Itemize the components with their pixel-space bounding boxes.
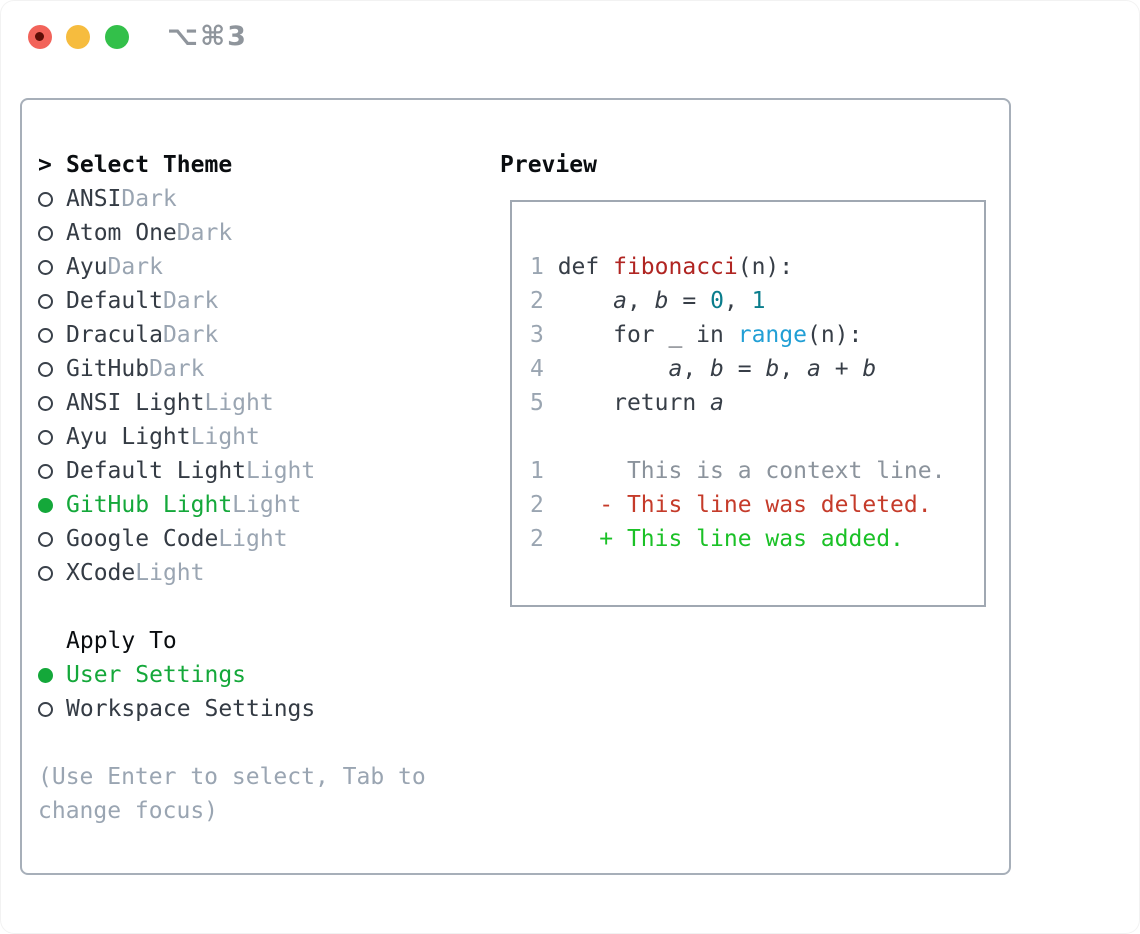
code-line: 2 a, b = 0, 1 — [530, 288, 766, 314]
theme-option[interactable]: Dracula Dark — [38, 318, 484, 352]
radio-icon — [38, 692, 66, 726]
theme-option[interactable]: Default Dark — [38, 284, 484, 318]
diff-line: 2 - This line was deleted. — [530, 492, 932, 518]
theme-option[interactable]: Default Light Light — [38, 454, 484, 488]
apply-target-option-label: Workspace Settings — [66, 696, 316, 722]
theme-option-label: Dracula — [66, 322, 163, 348]
code-preview: 1 def fibonacci(n): 2 a, b = 0, 1 3 for _ … — [530, 250, 984, 420]
spacer — [38, 590, 484, 624]
theme-option-label: Default Light — [66, 458, 247, 484]
theme-option[interactable]: Google Code Light — [38, 522, 484, 556]
theme-option[interactable]: GitHub Light Light — [38, 488, 484, 522]
minimize-button-icon[interactable] — [66, 25, 90, 49]
code-line: 4 a, b = b, a + b — [530, 356, 877, 382]
radio-icon — [38, 454, 66, 488]
theme-option-label: GitHub Light — [66, 492, 233, 518]
code-line: 5 return a — [530, 390, 724, 416]
theme-option[interactable]: ANSI Dark — [38, 182, 484, 216]
code-line: 1 def fibonacci(n): — [530, 254, 794, 280]
radio-icon — [38, 352, 66, 386]
theme-variant-tag: Dark — [162, 288, 219, 314]
radio-icon — [38, 318, 66, 352]
radio-icon — [38, 216, 66, 250]
maximize-button-icon[interactable] — [105, 25, 129, 49]
theme-variant-tag: Light — [232, 492, 302, 518]
radio-icon — [38, 284, 66, 318]
radio-icon — [38, 386, 66, 420]
theme-list-header-row: > Select Theme — [38, 148, 484, 182]
code-line: 3 for _ in range(n): — [530, 322, 863, 348]
theme-variant-tag: Dark — [149, 356, 205, 382]
theme-option[interactable]: Ayu Dark — [38, 250, 484, 284]
theme-option-label: Atom One — [66, 220, 177, 246]
radio-icon — [38, 556, 66, 590]
theme-option[interactable]: XCode Light — [38, 556, 484, 590]
theme-variant-tag: Dark — [121, 186, 177, 212]
theme-option-label: Ayu Light — [66, 424, 191, 450]
window-title: ⌥⌘3 — [167, 21, 248, 52]
diff-line: 1 This is a context line. — [530, 458, 946, 484]
apply-to-header-row: Apply To — [38, 624, 484, 658]
theme-option-label: ANSI — [66, 186, 122, 212]
radio-icon — [38, 522, 66, 556]
theme-option[interactable]: ANSI Light Light — [38, 386, 484, 420]
apply-target-option-label: User Settings — [66, 662, 247, 688]
radio-icon — [38, 250, 66, 284]
radio-icon — [38, 658, 66, 692]
hint-text: (Use Enter to select, Tab to change focu… — [38, 764, 426, 824]
theme-variant-tag: Light — [190, 424, 260, 450]
theme-option-label: ANSI Light — [66, 390, 205, 416]
theme-variant-tag: Light — [218, 526, 288, 552]
theme-variant-tag: Light — [246, 458, 316, 484]
theme-option[interactable]: Atom One Dark — [38, 216, 484, 250]
diff-line: 2 + This line was added. — [530, 526, 904, 552]
diff-preview: 1 This is a context line. 2 - This line w… — [530, 454, 984, 556]
radio-icon — [38, 488, 66, 522]
apply-to-header-indent — [38, 624, 66, 658]
theme-option-label: GitHub — [66, 356, 150, 382]
apply-target-option[interactable]: Workspace Settings — [38, 692, 484, 726]
theme-list-header: Select Theme — [66, 152, 233, 178]
preview-box: 1 def fibonacci(n): 2 a, b = 0, 1 3 for _ … — [510, 200, 986, 607]
theme-option-label: XCode — [66, 560, 136, 586]
close-button-icon[interactable] — [28, 25, 52, 49]
theme-option-label: Google Code — [66, 526, 219, 552]
titlebar: ⌥⌘3 — [0, 0, 1140, 75]
apply-to-header: Apply To — [66, 628, 177, 654]
theme-option-label: Default — [66, 288, 163, 314]
blank-line — [530, 420, 984, 454]
apply-target-option[interactable]: User Settings — [38, 658, 484, 692]
theme-variant-tag: Light — [135, 560, 205, 586]
theme-variant-tag: Light — [204, 390, 274, 416]
cursor-arrow-icon: > — [38, 152, 52, 178]
theme-option[interactable]: GitHub Dark — [38, 352, 484, 386]
preview-header: Preview — [500, 152, 597, 178]
theme-variant-tag: Dark — [162, 322, 219, 348]
radio-icon — [38, 420, 66, 454]
radio-icon — [38, 182, 66, 216]
theme-variant-tag: Dark — [176, 220, 233, 246]
theme-variant-tag: Dark — [107, 254, 163, 280]
theme-option-label: Ayu — [66, 254, 108, 280]
theme-option[interactable]: Ayu Light Light — [38, 420, 484, 454]
